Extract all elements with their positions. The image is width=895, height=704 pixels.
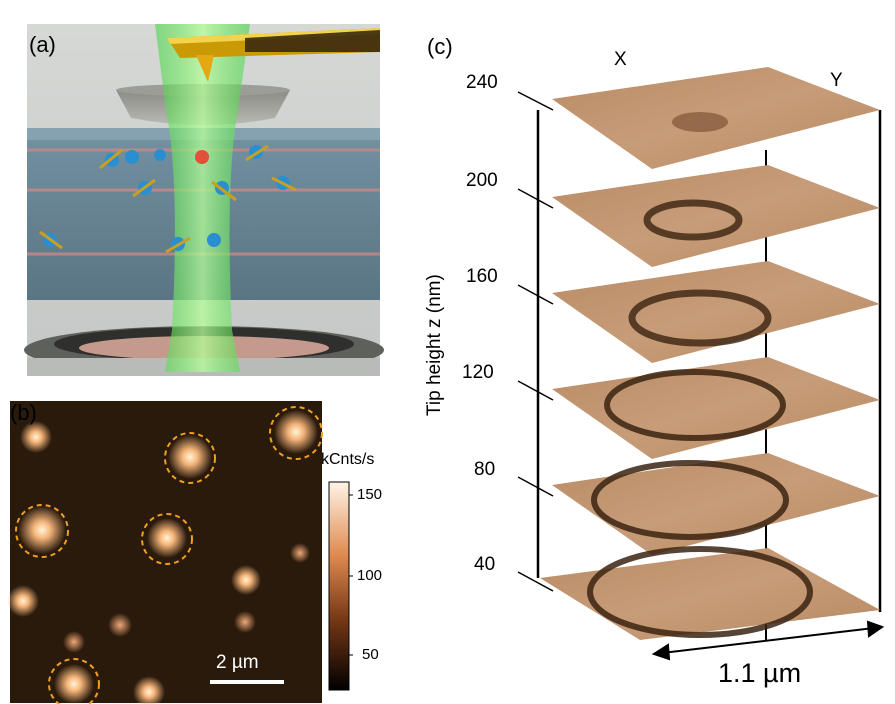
width-arrow — [651, 620, 885, 661]
colorbar-tick: 50 — [362, 646, 379, 663]
axis-y-label: Y — [830, 70, 843, 91]
panel-label-b: (b) — [10, 400, 37, 425]
height-tick: 160 — [466, 266, 498, 287]
height-tick: 80 — [474, 459, 496, 480]
map-slice-80 — [552, 453, 880, 555]
axis-x-label: X — [614, 49, 627, 70]
map-slice-240 — [552, 67, 880, 169]
map-slice-200 — [552, 165, 880, 267]
afm-tip — [196, 55, 214, 82]
panel-label-c: (c) — [427, 34, 453, 59]
map-slice-40 — [540, 546, 880, 640]
height-tick-lines — [517, 91, 554, 592]
fluorescence-spots — [7, 410, 318, 704]
height-tick: 40 — [474, 554, 496, 575]
scale-bar — [210, 680, 284, 684]
colorbar-tick: 100 — [357, 567, 383, 584]
colorbar-unit: kCnts/s — [321, 451, 375, 468]
laser-beam — [155, 24, 250, 372]
height-tick: 200 — [466, 170, 498, 191]
height-tick: 240 — [466, 72, 498, 93]
colorbar — [328, 481, 350, 691]
map-slice-160 — [552, 261, 880, 363]
colorbar-tick: 150 — [357, 486, 383, 503]
panel-label-a: (a) — [29, 32, 56, 57]
width-label: 1.1 µm — [718, 658, 802, 688]
scale-bar-label: 2 µm — [216, 652, 259, 673]
height-axis-title: Tip height z (nm) — [424, 274, 445, 416]
nv-spins — [39, 144, 297, 254]
highlight-circles — [15, 406, 323, 704]
height-tick: 120 — [462, 362, 494, 383]
map-slice-120 — [552, 357, 880, 459]
